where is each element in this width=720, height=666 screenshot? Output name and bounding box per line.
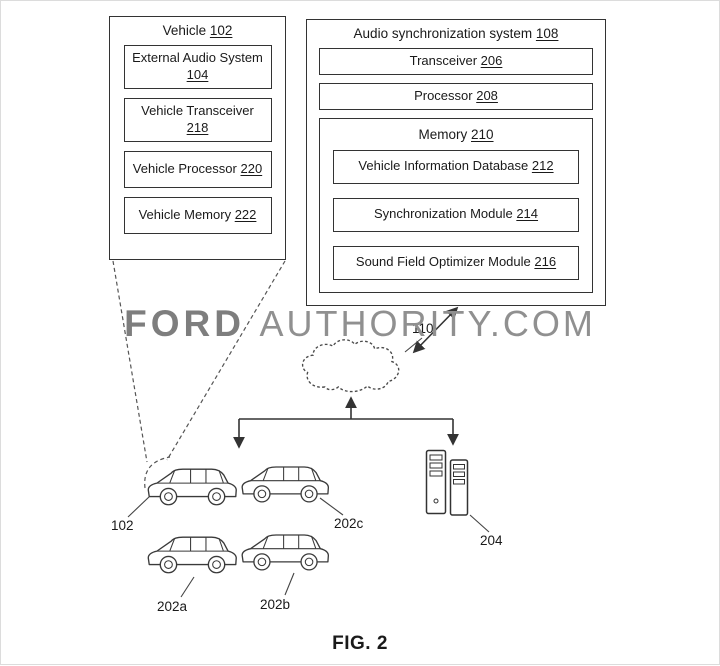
block-synchronization-module: Synchronization Module 214 (333, 197, 579, 232)
block-vehicle-transceiver: Vehicle Transceiver 218 (123, 97, 272, 142)
block-ref: 208 (476, 87, 498, 103)
block-vehicle-information-database: Vehicle Information Database 212 (333, 149, 579, 184)
audio-sync-system-block: Audio synchronization system 108 Transce… (306, 19, 606, 306)
sync-block-title: Audio synchronization system 108 (307, 20, 605, 45)
leader-202a (180, 576, 195, 598)
block-ref: 214 (516, 206, 539, 222)
ref-110: 110 (412, 321, 434, 336)
block-external-audio-system: External Audio System 104 (123, 45, 272, 89)
sync-title-ref: 108 (535, 26, 559, 41)
block-ref: 220 (240, 160, 263, 176)
memory-title-text: Memory (418, 126, 468, 142)
sync-block-stack: Transceiver 206 Processor 208 Memory 210 (319, 48, 593, 293)
block-ref: 104 (186, 66, 209, 82)
block-ref: 222 (234, 206, 257, 222)
block-label: Sound Field Optimizer Module (355, 254, 531, 270)
suv-car-icon-102 (147, 468, 237, 506)
leader-204 (469, 514, 490, 533)
block-ref: 212 (531, 158, 554, 174)
ref-204: 204 (480, 533, 503, 548)
cloud-network-icon (301, 339, 400, 393)
block-vehicle-memory: Vehicle Memory 222 (123, 196, 272, 234)
suv-car-icon-202a (147, 536, 237, 574)
block-ref: 206 (480, 53, 503, 68)
memory-block-stack: Vehicle Information Database 212 Synchro… (333, 149, 579, 280)
vehicle-title-text: Vehicle (162, 23, 207, 38)
memory-block: Memory 210 Vehicle Information Database … (319, 117, 593, 293)
figure-caption: FIG. 2 (332, 633, 388, 654)
server-stack-icon (425, 449, 469, 516)
block-label: Vehicle Processor (132, 160, 237, 176)
vehicle-block-title: Vehicle 102 (110, 17, 285, 42)
projection-line-right (166, 260, 286, 461)
memory-block-title: Memory 210 (333, 123, 579, 150)
block-sound-field-optimizer-module: Sound Field Optimizer Module 216 (333, 245, 579, 280)
block-label: Transceiver (409, 53, 478, 68)
leader-110 (404, 337, 423, 353)
projection-bracket (144, 456, 171, 489)
projection-line-left (112, 260, 148, 463)
block-label: Vehicle Memory (138, 206, 232, 222)
memory-title-ref: 210 (471, 126, 494, 142)
leader-202c (319, 497, 344, 516)
block-ref: 216 (534, 254, 557, 270)
block-processor: Processor 208 (319, 82, 593, 110)
leader-202b (284, 572, 295, 596)
block-vehicle-processor: Vehicle Processor 220 (123, 150, 272, 188)
vehicle-block: Vehicle 102 External Audio System 104 Ve… (109, 16, 286, 260)
block-label: Vehicle Transceiver (141, 102, 254, 118)
ref-202b: 202b (260, 597, 291, 612)
suv-car-icon-202c (241, 466, 330, 503)
ref-202c: 202c (334, 516, 364, 531)
block-label: Synchronization Module (373, 206, 513, 222)
ref-102: 102 (111, 518, 134, 533)
block-ref: 218 (186, 119, 209, 135)
connector-system-cloud (412, 306, 459, 354)
block-label: Processor (414, 87, 473, 103)
vehicle-block-stack: External Audio System 104 Vehicle Transc… (123, 45, 272, 234)
block-label: Vehicle Information Database (358, 158, 529, 174)
suv-car-icon-202b (241, 534, 330, 571)
block-label: External Audio System (132, 50, 263, 65)
ref-202a: 202a (157, 599, 188, 614)
leader-102 (127, 495, 151, 518)
sync-title-text: Audio synchronization system (353, 26, 533, 41)
block-transceiver: Transceiver 206 (319, 48, 593, 75)
vehicle-title-ref: 102 (209, 23, 233, 38)
